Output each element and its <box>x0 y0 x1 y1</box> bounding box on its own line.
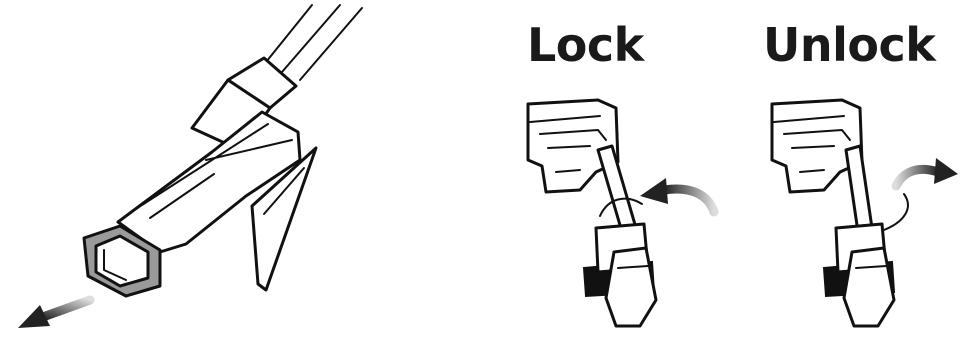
large-connector-illustration <box>18 5 362 328</box>
unlock-plug <box>844 248 894 326</box>
lock-label: Lock <box>527 22 644 68</box>
unlock-illustration <box>772 100 958 326</box>
lock-plug <box>606 248 656 326</box>
curved-arrow-right-icon <box>896 158 958 186</box>
curved-arrow-left-icon <box>640 178 714 212</box>
unlock-latch <box>884 194 908 230</box>
arrow-down-left-icon <box>18 300 90 328</box>
unlock-label: Unlock <box>763 22 935 68</box>
lock-illustration <box>528 100 714 326</box>
